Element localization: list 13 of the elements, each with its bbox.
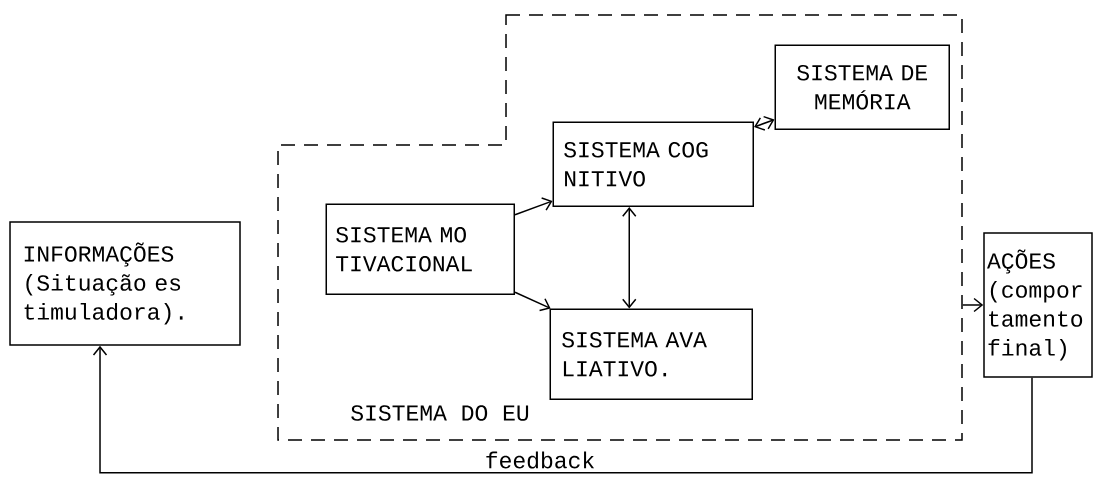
process-box: SISTEMA MO TIVACIONAL [325, 203, 515, 295]
process-box: SISTEMA DE MEMÓRIA [774, 44, 950, 130]
edge-label: feedback [482, 449, 598, 471]
arrow [754, 115, 775, 131]
arrow [514, 197, 553, 216]
process-box: SISTEMA AVA LIATIVO. [549, 308, 753, 400]
output-box: AÇÕES (compor tamento final) [983, 232, 1093, 378]
input-box: INFORMAÇÕES (Situação es timuladora). [9, 221, 241, 346]
process-box: SISTEMA COG NITIVO [552, 121, 754, 207]
arrow [622, 207, 637, 309]
arrow [962, 297, 984, 313]
arrow [92, 345, 1033, 474]
arrow [514, 291, 551, 312]
